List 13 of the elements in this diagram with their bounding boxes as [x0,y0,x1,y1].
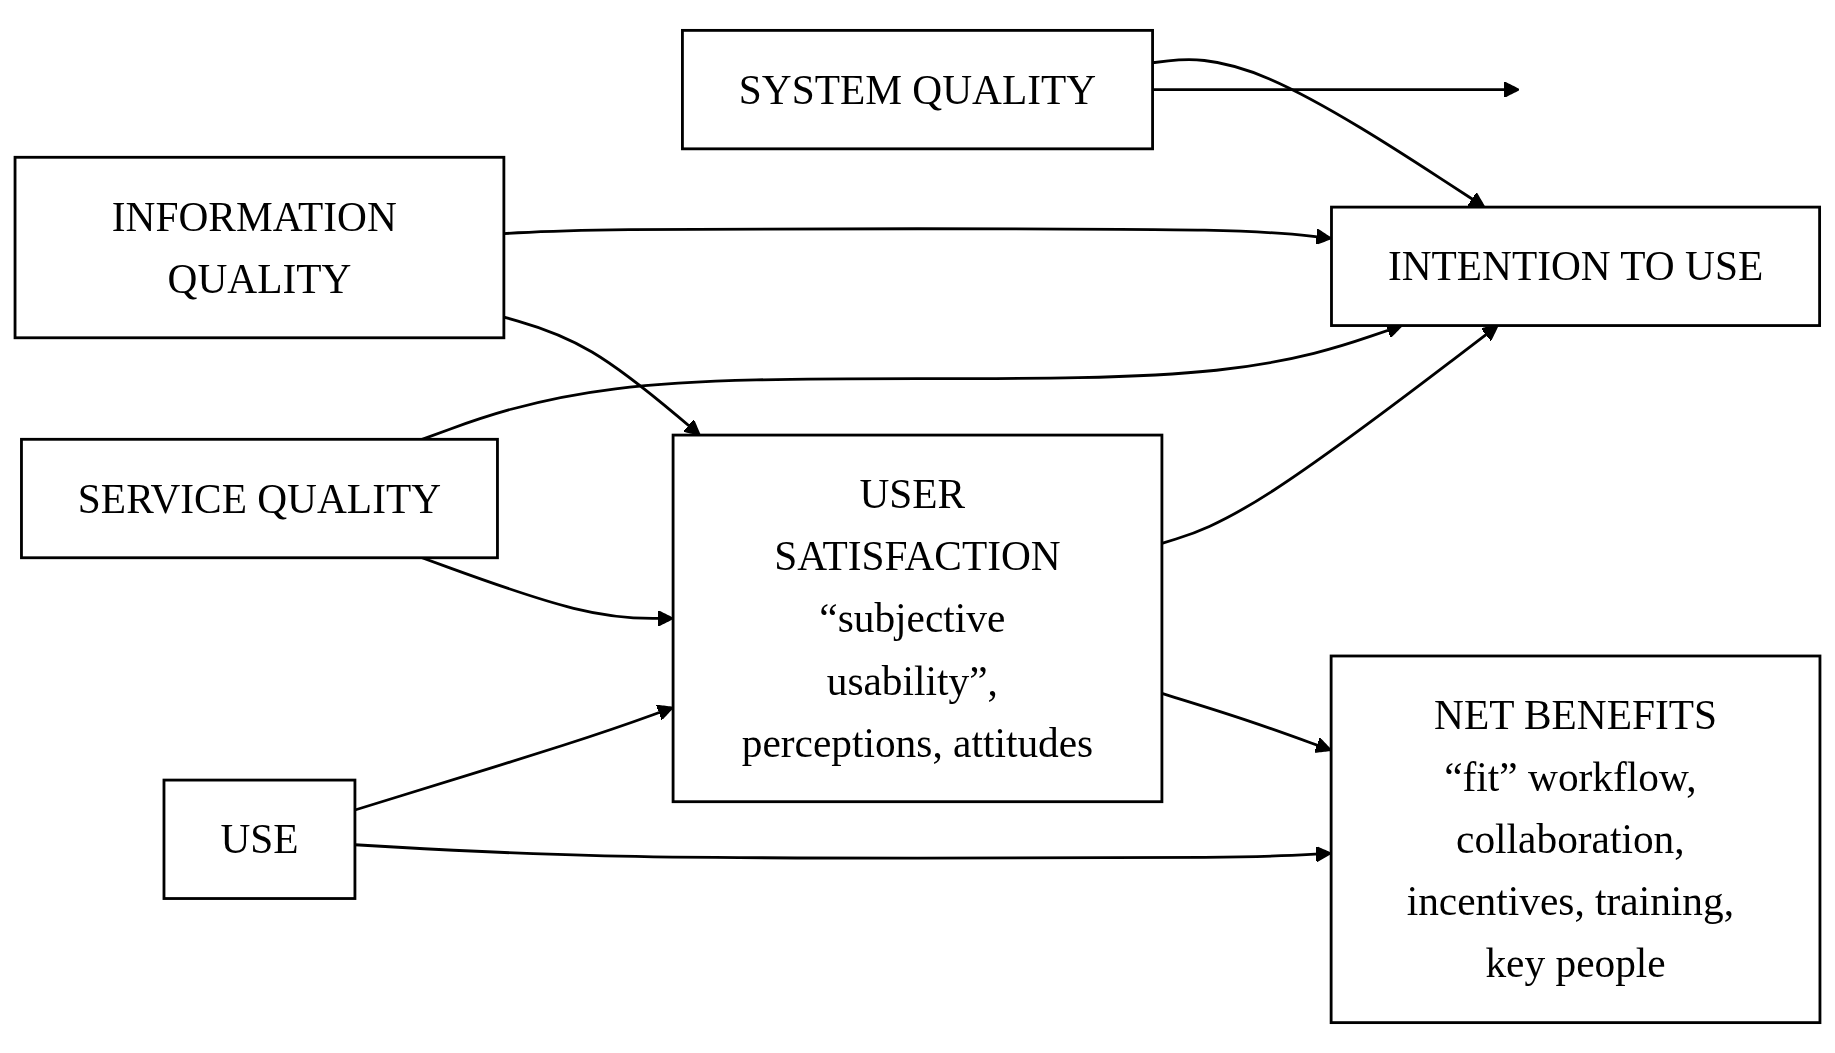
arrow [1161,692,1332,753]
node-box: USER SATISFACTION “subjective usability”, perceptions, attitudes [671,433,1164,804]
arrow [1152,81,1520,98]
node-box: INTENTION TO USE [1330,205,1821,327]
arrow [354,843,1332,863]
arrow [503,315,701,436]
arrow [354,704,674,812]
node-box: NET BENEFITS “fit” workflow, collaboration, incentives, training, key people [1329,654,1822,1025]
node-box: USE [162,778,357,900]
node-box: SERVICE QUALITY [20,437,499,560]
node-box: SYSTEM QUALITY [681,28,1154,151]
arrow [1152,58,1486,208]
node-box: INFORMATION QUALITY [13,155,506,340]
